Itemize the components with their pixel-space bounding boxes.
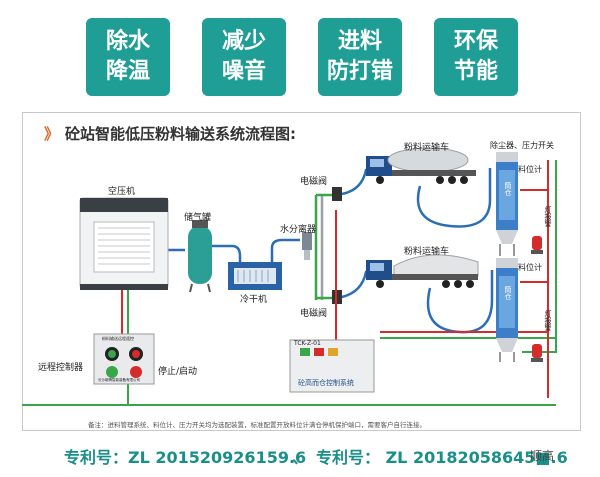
badge-feed-error-proof: 进料 防打错 — [318, 18, 402, 96]
hose-tank-to-dryer — [210, 244, 242, 262]
badge-line2: 节能 — [453, 59, 498, 84]
badge-line2: 噪音 — [221, 59, 266, 84]
diagram-title: 》砼站智能低压粉料输送系统流程图: — [44, 123, 296, 144]
hose-dryer-to-separator — [270, 238, 300, 262]
patent-separator: 、 — [292, 448, 309, 467]
label-cabinet-name: 砼高而仓控制系统 — [298, 379, 354, 387]
alarm-lamp-bottom — [531, 344, 543, 362]
patent-number-2: 专利号： ZL 20182058645■.6 — [316, 448, 568, 467]
label-dust-pressure: 除尘器、压力开关 — [490, 141, 554, 150]
label-truck-top: 粉料运输车 — [404, 143, 450, 153]
badge-eco-energy: 环保 节能 — [434, 18, 518, 96]
badge-line1: 环保 — [453, 29, 498, 54]
refrigerated-dryer — [228, 262, 282, 290]
diagram-title-text: 砼站智能低压粉料输送系统流程图: — [65, 125, 297, 143]
brand-watermark: 顺高 — [530, 449, 555, 463]
label-solenoid-bottom: 电磁阀 — [300, 309, 328, 319]
label-water-separator: 水分离器 — [280, 225, 317, 235]
label-level-top: 料位计 — [518, 165, 542, 174]
badge-line1: 除水 — [105, 29, 150, 54]
label-level-bottom: 料位计 — [518, 263, 542, 272]
silo-bottom — [496, 258, 518, 362]
diagram-footnote: 备注：进料管理系统、料位计、压力开关均为选配装置，标准配置开放料位计满仓停机保护… — [88, 421, 426, 429]
hose-truck-to-silo-top — [416, 168, 492, 228]
badge-reduce-noise: 减少 噪音 — [202, 18, 286, 96]
badge-dewater-cool: 除水 降温 — [86, 18, 170, 96]
badge-line2: 降温 — [105, 59, 150, 84]
hose-valve-to-truck-bottom — [341, 268, 373, 299]
remote-controller — [93, 333, 155, 385]
solenoid-valve-top — [332, 187, 342, 201]
label-remote-panel-title: 粉料输送远程遥控 — [102, 336, 134, 341]
label-truck-bottom: 粉料运输车 — [404, 247, 450, 257]
silo-top — [496, 152, 518, 256]
air-storage-tank — [188, 220, 212, 293]
badge-line1: 进料 — [337, 29, 382, 54]
label-silo-top: 筒仓 — [504, 182, 512, 196]
label-air-compressor: 空压机 — [108, 187, 136, 197]
water-separator — [302, 232, 312, 260]
hose-valve-to-truck-top — [341, 166, 371, 196]
label-lamp-bottom: 灯报警 — [544, 310, 552, 331]
badge-line1: 减少 — [221, 29, 266, 54]
badge-line2: 防打错 — [326, 59, 393, 84]
alarm-lamp-top — [531, 236, 543, 254]
label-dryer: 冷干机 — [240, 295, 268, 305]
label-stop-start: 停止/启动 — [158, 367, 198, 377]
label-remote-panel-company: 长沙新腾智能装备有限公司 — [98, 378, 140, 382]
patent-number-1: 专利号：ZL 201520926159.6 — [64, 448, 307, 467]
label-cabinet-code: TCK-Z-01 — [294, 340, 321, 347]
label-air-tank: 储气罐 — [184, 213, 212, 223]
powder-truck-top — [366, 147, 476, 184]
label-remote-controller: 远程控制器 — [38, 363, 84, 373]
label-lamp-top: 灯报警 — [544, 206, 552, 227]
control-cabinet — [289, 339, 375, 393]
label-silo-bottom: 筒仓 — [504, 286, 512, 300]
air-compressor — [79, 197, 169, 290]
label-solenoid-top: 电磁阀 — [300, 177, 328, 187]
powder-truck-bottom — [366, 254, 479, 288]
chevron-icon: 》 — [44, 125, 60, 143]
